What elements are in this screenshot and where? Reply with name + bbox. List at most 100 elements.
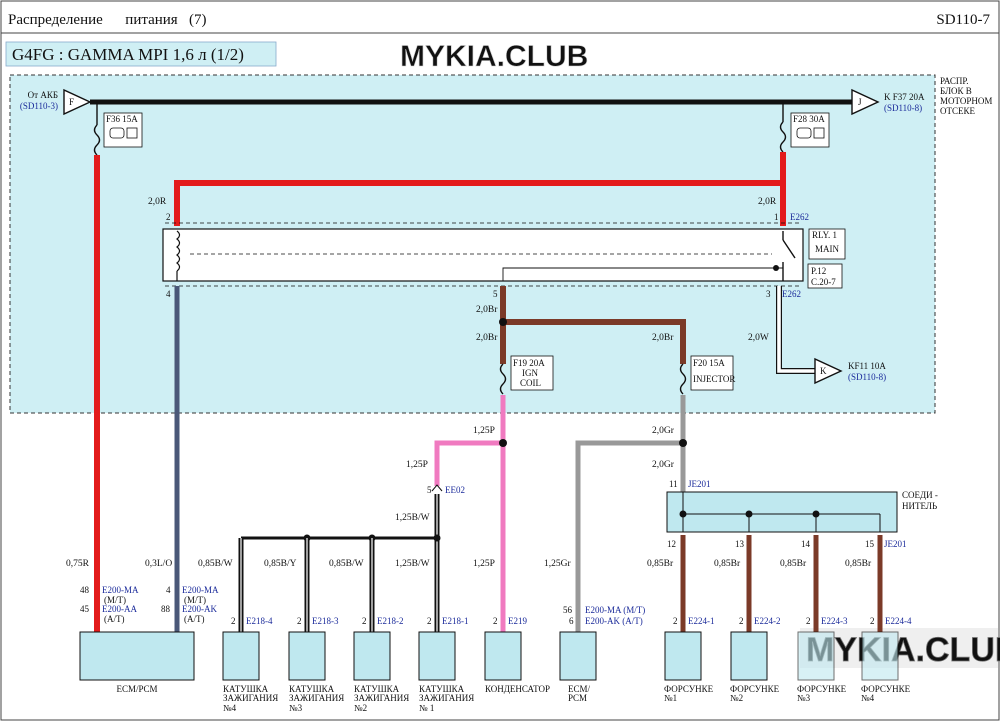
pin-ee02: 5	[427, 485, 432, 495]
conn-ecm-at-1: (A/T)	[104, 614, 125, 624]
f19-label: F19 20A	[513, 358, 545, 368]
fuse-box-label-4: ОТСЕКЕ	[940, 106, 976, 116]
conn-ecm-ma-1: E200-MA	[102, 585, 139, 595]
label-coil3-c: №3	[289, 703, 303, 713]
battery-ref: (SD110-3)	[20, 101, 58, 111]
connector-je201-top: JE201	[688, 479, 711, 489]
pin-coil2: 2	[362, 616, 367, 626]
conn-e218-2: E218-2	[377, 616, 404, 626]
label-coil4-c: №4	[223, 703, 237, 713]
fuse-box-label-2: БЛОК В	[940, 86, 972, 96]
label-coil2-a: КАТУШКА	[354, 684, 400, 694]
pin-coil3: 2	[297, 616, 302, 626]
relay-label-box	[808, 228, 846, 260]
output-j-ref: (SD110-8)	[884, 103, 922, 113]
battery-pin: F	[69, 97, 74, 107]
wire-label-br-right: 2,0Br	[652, 333, 674, 343]
label-coil3-a: КАТУШКА	[289, 684, 335, 694]
pin-je201-11: 11	[669, 479, 678, 489]
label-inj3-a: ФОРСУНКЕ	[797, 684, 847, 694]
inj4-box	[861, 631, 899, 681]
pin-e262-2: 2	[166, 212, 171, 222]
f20-box	[690, 355, 734, 391]
conn-ecm-ak: E200-AK	[182, 604, 217, 614]
joint-node-1	[679, 510, 687, 518]
wire-label-p125-lower: 1,25P	[406, 460, 428, 470]
output-k-label: KF11 10A	[848, 361, 886, 371]
conn-e224-1: E224-1	[688, 616, 715, 626]
wire-label-bw085-1: 0,85B/W	[198, 559, 233, 569]
wire-label-br085-1: 0,85Br	[647, 559, 674, 569]
output-k-arrow	[814, 357, 843, 385]
wire-label-br085-2: 0,85Br	[714, 559, 741, 569]
output-k-ref: (SD110-8)	[848, 372, 886, 382]
label-inj4-a: ФОРСУНКЕ	[861, 684, 911, 694]
pin-e262-3: 3	[766, 289, 771, 299]
joint-connector-box	[666, 491, 898, 533]
wire-label-bw085-3: 0,85B/W	[329, 559, 364, 569]
inj1-box	[664, 631, 702, 681]
f28-fuse-symbol	[779, 121, 787, 153]
node-gr-split	[679, 439, 687, 447]
f28-label: F28 30A	[793, 114, 825, 124]
conn-ecm2-ma: E200-MA (M/T)	[585, 605, 645, 615]
wire-label-bw125-lower: 1,25B/W	[395, 559, 430, 569]
pin-je201-12: 12	[667, 539, 676, 549]
fuse-box-label-1: РАСПР.	[940, 76, 969, 86]
main-relay-box	[162, 228, 804, 282]
f19-label-2: IGN	[522, 368, 538, 378]
label-inj2-b: №2	[730, 693, 743, 703]
pin-ecm-4: 4	[166, 585, 171, 595]
pin-coil1: 2	[427, 616, 432, 626]
pin-inj3: 2	[806, 616, 811, 626]
condenser-box	[484, 631, 522, 681]
joint-label-2: НИТЕЛЬ	[902, 501, 937, 511]
label-ecm2-b: PCM	[568, 693, 587, 703]
f36-glyph	[109, 127, 125, 139]
watermark-top: MYKIA.CLUB	[400, 40, 588, 73]
connector-ee02: EE02	[445, 485, 465, 495]
pin-cond: 2	[493, 616, 498, 626]
label-coil1-a: КАТУШКА	[419, 684, 465, 694]
node-coil-1	[433, 534, 441, 542]
relay-ref-box	[807, 263, 843, 289]
label-inj1-a: ФОРСУНКЕ	[664, 684, 714, 694]
connector-e262-bottom: E262	[782, 289, 801, 299]
battery-label: От АКБ	[28, 90, 58, 100]
conn-e224-2: E224-2	[754, 616, 781, 626]
label-inj4-b: №4	[861, 693, 875, 703]
coil2-box	[353, 631, 391, 681]
label-coil4-a: КАТУШКА	[223, 684, 269, 694]
header-code: SD110-7	[936, 12, 990, 28]
wire-label-p125-cond: 1,25P	[473, 559, 495, 569]
conn-ecm-aa: E200-AA	[102, 604, 137, 614]
pin-je201-13: 13	[735, 539, 745, 549]
wire-label-w: 2,0W	[748, 333, 769, 343]
label-inj2-a: ФОРСУНКЕ	[730, 684, 780, 694]
watermark-bottom: MYKIA.CLUB	[806, 631, 1000, 669]
wire-label-gr125: 1,25Gr	[544, 559, 571, 569]
engine-title: G4FG : GAMMA MPI 1,6 л (1/2)	[12, 45, 244, 64]
ecm2-box	[559, 631, 597, 681]
wire-label-br-mid: 2,0Br	[476, 333, 498, 343]
conn-ecm2-ak: E200-AK (A/T)	[585, 616, 643, 626]
f19-fuse-symbol	[499, 363, 507, 395]
relay-ref-1: P.12	[811, 266, 826, 276]
pin-ecm2-56: 56	[563, 605, 573, 615]
coil1-box	[418, 631, 456, 681]
f20-label: F20 15A	[693, 358, 725, 368]
wire-label-br085-3: 0,85Br	[780, 559, 807, 569]
pin-e262-5: 5	[493, 289, 498, 299]
f36-glyph-book	[126, 127, 138, 139]
f36-fuse-symbol	[93, 124, 101, 156]
relay-switch-arm	[782, 239, 796, 259]
wire-label-2r-left: 2,0R	[148, 197, 167, 207]
label-coil2-b: ЗАЖИГАНИЯ	[354, 693, 409, 703]
f36-label: F36 15A	[106, 114, 138, 124]
f28-glyph-book	[813, 127, 825, 139]
conn-e218-3: E218-3	[312, 616, 339, 626]
wire-br-f20	[503, 319, 686, 364]
relay-coil-symbol	[176, 230, 181, 272]
